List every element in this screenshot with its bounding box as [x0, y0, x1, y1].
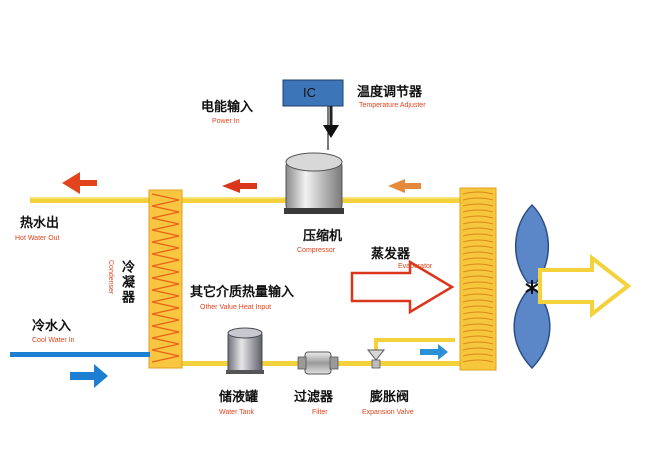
- evaporator-fin: [462, 353, 494, 357]
- expansion-valve-en-label: Expansion Valve: [362, 409, 414, 416]
- water-tank-en-label: Water Tank: [219, 409, 255, 416]
- condenser-label: 冷凝器: [119, 260, 134, 305]
- controller-ic-label: IC: [303, 85, 316, 100]
- evaporator-fin: [462, 251, 494, 255]
- hot-water-out-arrow-icon: [62, 172, 97, 194]
- condenser-coil: [148, 189, 183, 369]
- condenser-en-label: Condenser: [107, 260, 114, 295]
- hot-water-out-en-label: Hot Water Out: [15, 235, 60, 242]
- compressor-label: 压缩机: [303, 229, 343, 244]
- power-in-label: 电能输入: [201, 100, 254, 115]
- cool-water-in-pipe: [10, 352, 150, 388]
- evaporator-inflow-arrow-icon: [420, 344, 448, 360]
- condenser-zigzag: [151, 193, 180, 363]
- evaporator-fin: [462, 293, 494, 297]
- evaporator-fin: [462, 275, 494, 279]
- other-heat-input-label: 其它介质热量输入: [190, 285, 295, 300]
- evaporator-fin: [462, 323, 494, 327]
- evaporator-fin: [462, 317, 494, 321]
- evaporator-fin: [462, 191, 494, 195]
- fan-icon: [513, 203, 551, 370]
- evaporator-fin: [462, 335, 494, 339]
- flow-arrow-left-icon: [222, 179, 257, 193]
- evaporator-fin: [462, 329, 494, 333]
- other-heat-input-en-label: Other Value Heat Input: [200, 304, 272, 311]
- evaporator-coil: [459, 187, 497, 371]
- evaporator-label: 蒸发器: [371, 247, 411, 262]
- temperature-adjuster-label: 温度调节器: [357, 85, 423, 100]
- temperature-controller: [282, 79, 344, 150]
- air-outflow-arrow-icon: [538, 253, 632, 319]
- evaporator-fin: [462, 221, 494, 225]
- expansion-valve: [366, 349, 386, 369]
- filter-en-label: Filter: [312, 409, 328, 416]
- temperature-adjuster-en-label: Temperature Adjuster: [359, 102, 426, 109]
- evaporator-fin: [462, 347, 494, 351]
- evaporator-fin: [462, 227, 494, 231]
- evaporator-en-label: Evaporator: [398, 263, 433, 270]
- compressor: [284, 152, 344, 214]
- expansion-valve-label: 膨胀阀: [370, 390, 410, 405]
- evaporator-fin: [462, 359, 494, 363]
- evaporator-fin: [462, 245, 494, 249]
- evaporator-fin: [462, 269, 494, 273]
- evaporator-fin: [462, 305, 494, 309]
- top-pipe: [30, 197, 470, 203]
- power-in-en-label: Power In: [212, 118, 240, 125]
- heat-input-arrow-icon: [350, 259, 455, 315]
- evaporator-fin: [462, 239, 494, 243]
- ic-box: [282, 79, 344, 107]
- evaporator-fin: [462, 281, 494, 285]
- filter: [297, 351, 339, 375]
- compressor-en-label: Compressor: [297, 247, 336, 254]
- cool-water-in-en-label: Cool Water In: [32, 337, 75, 344]
- evaporator-fin: [462, 233, 494, 237]
- water-tank-label: 储液罐: [219, 390, 259, 405]
- evaporator-fin: [462, 299, 494, 303]
- evaporator-fin: [462, 263, 494, 267]
- power-arrow-icon: [323, 125, 339, 138]
- evaporator-fin: [462, 287, 494, 291]
- evaporator-fin: [462, 341, 494, 345]
- water-tank: [226, 327, 264, 374]
- filter-label: 过滤器: [294, 390, 334, 405]
- evaporator-fin: [462, 257, 494, 261]
- evaporator-fin: [462, 215, 494, 219]
- evaporator-fin: [462, 209, 494, 213]
- evaporator-fin: [462, 197, 494, 201]
- cool-water-in-arrow-icon: [70, 364, 108, 388]
- flow-arrow-left-orange-icon: [388, 179, 421, 193]
- evaporator-fin: [462, 311, 494, 315]
- evaporator-fin: [462, 203, 494, 207]
- cool-water-in-label: 冷水入: [32, 319, 72, 334]
- hot-water-out-label: 热水出: [20, 216, 60, 231]
